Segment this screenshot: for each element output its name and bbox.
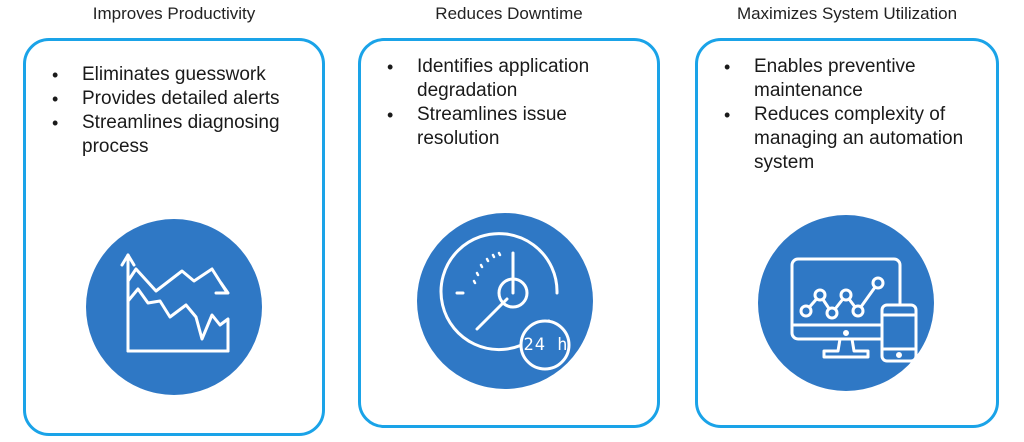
utilization-badge — [758, 215, 934, 391]
bullet-item: Provides detailed alerts — [42, 87, 310, 111]
clock-24h-label: 24 h — [523, 335, 569, 355]
card-utilization: Enables preventive maintenance Reduces c… — [695, 38, 999, 428]
column-title: Reduces Downtime — [435, 4, 583, 23]
card-productivity: Eliminates guesswork Provides detailed a… — [23, 38, 325, 436]
column-title: Maximizes System Utilization — [736, 4, 958, 23]
bullet-item: Eliminates guesswork — [42, 63, 310, 87]
bullet-list: Identifies application degradation Strea… — [377, 55, 645, 151]
column-title: Improves Productivity — [92, 4, 256, 23]
clock-24h-icon — [439, 232, 571, 371]
bullet-list: Eliminates guesswork Provides detailed a… — [42, 63, 310, 159]
bullet-item: Streamlines issue resolution — [377, 103, 645, 151]
bullet-item: Identifies application degradation — [377, 55, 645, 103]
bullet-item: Reduces complexity of managing an automa… — [714, 103, 984, 175]
productivity-badge — [86, 219, 262, 395]
card-downtime: Identifies application degradation Strea… — [358, 38, 660, 428]
bullet-item: Streamlines diagnosing process — [42, 111, 310, 159]
downtime-badge: 24 h — [417, 213, 593, 389]
declining-chart-icon — [120, 253, 230, 353]
bullet-item: Enables preventive maintenance — [714, 55, 984, 103]
bullet-list: Enables preventive maintenance Reduces c… — [714, 55, 984, 175]
monitor-phone-icon — [790, 257, 918, 363]
